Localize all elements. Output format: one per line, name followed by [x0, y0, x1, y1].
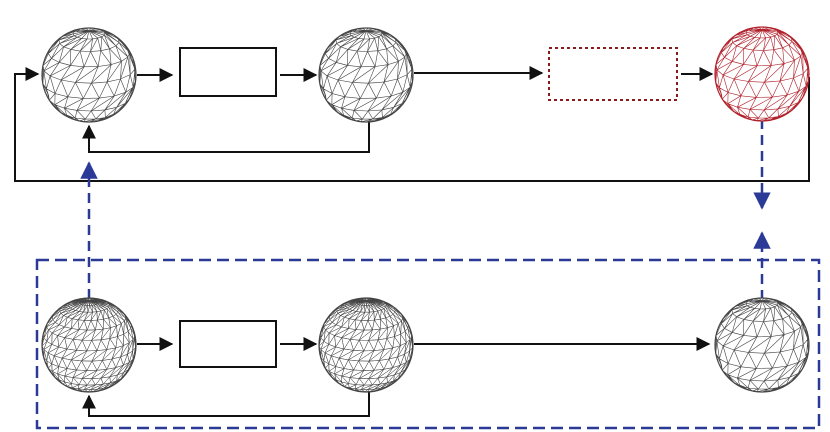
bottom-group-frame — [35, 258, 821, 430]
sphere-bottom-2 — [318, 297, 414, 393]
sphere-top-2 — [318, 27, 414, 123]
sphere-outline — [318, 297, 414, 393]
box-top-1 — [179, 47, 277, 97]
sphere-outline — [714, 297, 810, 393]
sphere-bottom-3 — [714, 297, 810, 393]
sphere-outline — [714, 26, 810, 122]
sphere-top-3 — [714, 26, 810, 122]
box-top-2 — [548, 47, 678, 101]
sphere-top-1 — [41, 27, 137, 123]
edge-top-inner-loop — [82, 120, 370, 153]
sphere-outline — [318, 27, 414, 123]
edge-top-outer-loop — [14, 67, 810, 182]
sphere-outline — [41, 297, 137, 393]
sphere-outline — [41, 27, 137, 123]
box-bottom-1 — [179, 320, 277, 368]
edge-bottom-inner-loop — [82, 390, 370, 417]
sphere-bottom-1 — [41, 297, 137, 393]
